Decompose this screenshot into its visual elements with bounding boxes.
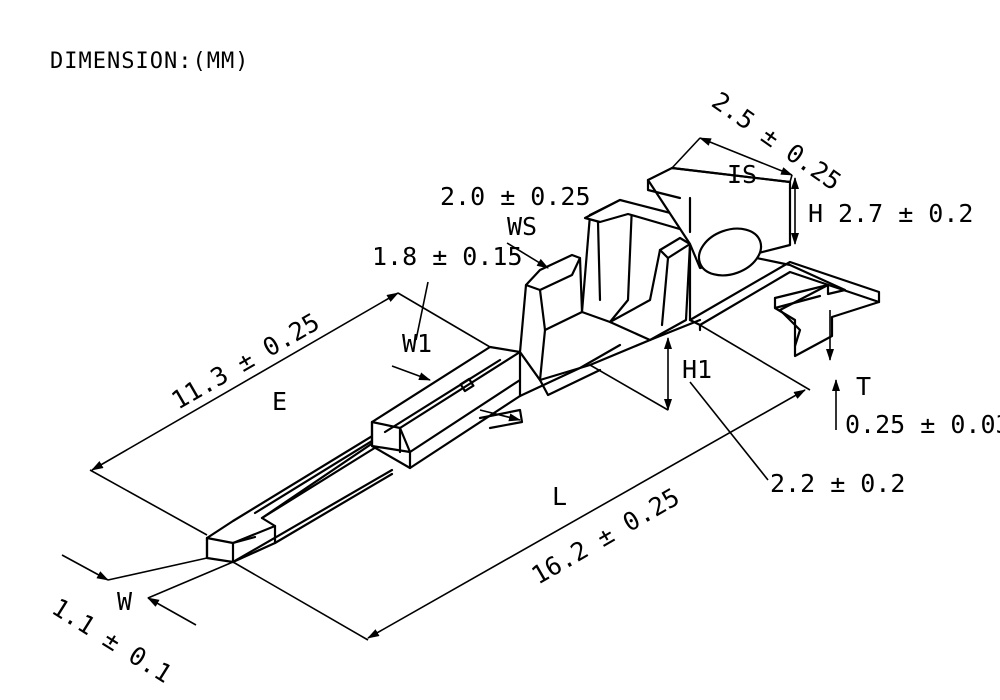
t-value: 0.25 ± 0.03 xyxy=(845,410,1000,439)
e-label: E xyxy=(272,387,287,416)
mating-pin xyxy=(205,422,394,564)
is-label: IS xyxy=(727,160,757,189)
insulation-crimp-base xyxy=(583,166,881,358)
h1-label: H1 xyxy=(682,355,712,384)
e-value: 11.3 ± 0.25 xyxy=(167,307,325,415)
h1-value: 2.2 ± 0.2 xyxy=(770,469,905,498)
w1-label: W1 xyxy=(402,329,432,358)
terminal-body xyxy=(205,166,881,564)
dimension-labels: 2.5 ± 0.25 IS H 2.7 ± 0.2 2.0 ± 0.25 WS … xyxy=(47,86,1000,689)
t-label: T xyxy=(856,372,871,401)
transition-neck xyxy=(518,318,702,398)
receptacle-box xyxy=(370,345,524,470)
dimension-lines xyxy=(61,137,840,641)
w-value: 1.1 ± 0.1 xyxy=(47,592,177,688)
drawing-title: DIMENSION:(MM) xyxy=(50,49,249,74)
l-label: L xyxy=(552,482,567,511)
ws-value: 2.0 ± 0.25 xyxy=(440,182,591,211)
w-label: W xyxy=(117,587,133,616)
h-label: H xyxy=(808,199,823,228)
ws-label: WS xyxy=(507,212,537,241)
w1-value: 1.8 ± 0.15 xyxy=(372,242,523,271)
h-value: 2.7 ± 0.2 xyxy=(838,199,973,228)
l-value: 16.2 ± 0.25 xyxy=(527,482,685,590)
